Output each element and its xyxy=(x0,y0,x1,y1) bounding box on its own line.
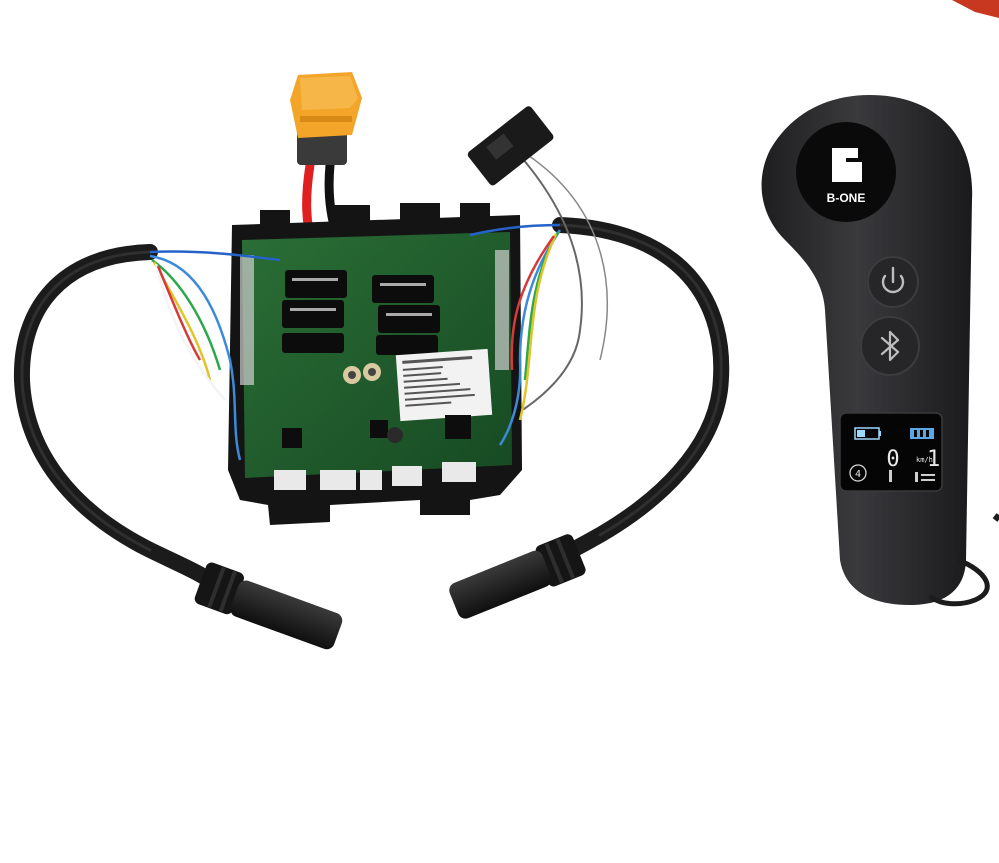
mode-number: 4 xyxy=(855,469,861,480)
remote-controller: B-ONE xyxy=(761,95,999,607)
left-plug xyxy=(194,562,343,650)
power-button[interactable] xyxy=(867,256,919,308)
b-one-logo-icon xyxy=(832,148,862,182)
board-battery-icon xyxy=(910,428,934,439)
remote-lcd-display: 4 0 km/h 1 xyxy=(839,412,943,492)
controller-board xyxy=(228,203,522,525)
unit-label: km/h xyxy=(916,456,933,464)
bluetooth-icon xyxy=(880,330,900,362)
lanyard xyxy=(928,557,990,607)
remote-brand-text: B-ONE xyxy=(827,191,866,205)
power-icon xyxy=(881,266,905,294)
pair-button[interactable] xyxy=(860,316,920,376)
battery-icon xyxy=(854,427,881,440)
corner-red-tag xyxy=(952,0,999,18)
right-plug xyxy=(449,534,586,619)
xt60-connector xyxy=(290,72,362,165)
left-motor-cable xyxy=(13,244,223,593)
odometer-icon xyxy=(915,472,918,482)
speed-value: 0 xyxy=(886,447,899,472)
mode-ring xyxy=(849,464,867,482)
signal-wires xyxy=(149,223,562,461)
right-motor-cable xyxy=(552,217,730,563)
gear-value: 1 xyxy=(927,447,940,472)
trip-icon xyxy=(889,470,892,482)
